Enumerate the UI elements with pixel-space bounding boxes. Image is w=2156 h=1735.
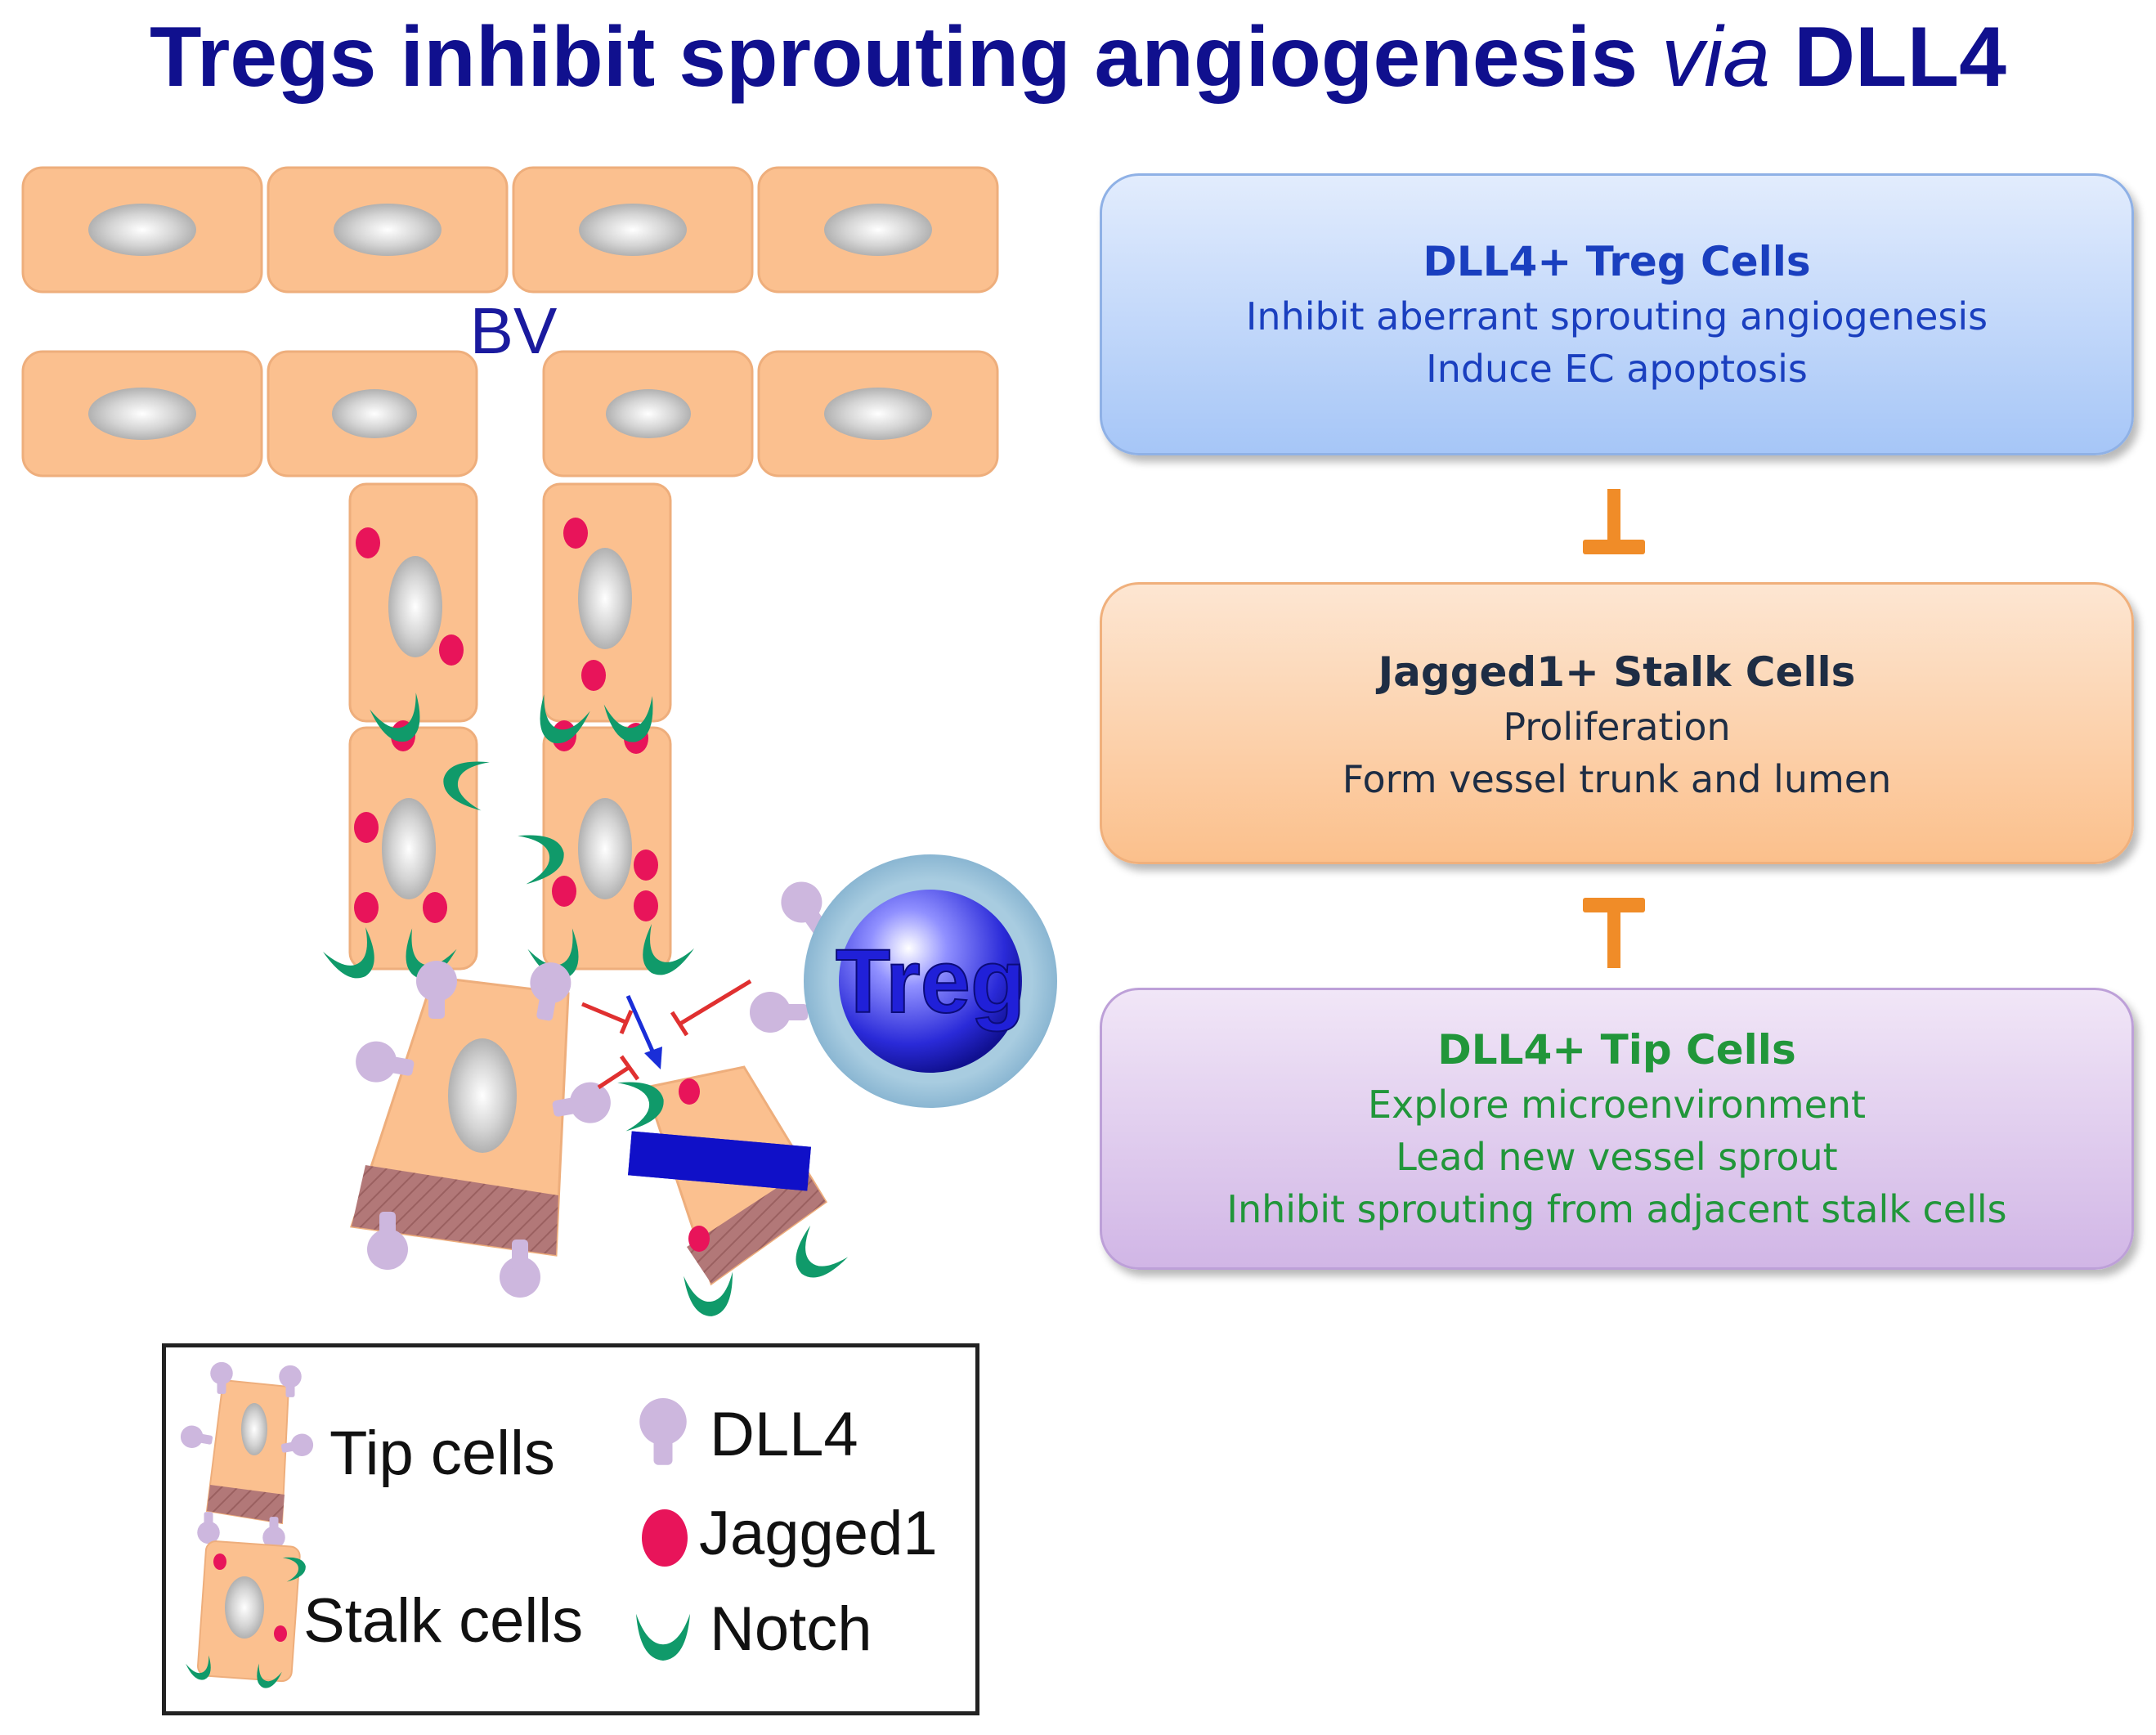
jagged1-dot (354, 812, 379, 843)
nucleus (334, 204, 442, 256)
legend-jagged1-icon (642, 1509, 688, 1567)
dll4-ligand (750, 992, 808, 1033)
inhibit-arrow (679, 979, 752, 1026)
nucleus (332, 389, 417, 438)
nucleus (824, 388, 932, 440)
stalk-cells (348, 482, 672, 971)
title-part1: Tregs inhibit sprouting angiogenesis (150, 10, 1638, 105)
inhibit-bar (670, 1011, 689, 1037)
treg-label: Treg (836, 931, 1025, 1032)
inhibit-arrow (581, 1002, 626, 1024)
jagged1-dot (423, 892, 447, 923)
tip-cells-heading: DLL4+ Tip Cells (1437, 1026, 1796, 1074)
nucleus (388, 556, 442, 657)
treg-nucleus (839, 890, 1022, 1073)
treg-cells-box: DLL4+ Treg Cells Inhibit aberrant sprout… (1100, 173, 2134, 455)
jagged1-dot (552, 876, 576, 907)
jagged1-dot (688, 1226, 710, 1252)
legend-notch-icon (636, 1613, 690, 1661)
title-part2: via (1661, 10, 1771, 105)
inhibit-arrow (597, 1065, 631, 1090)
jagged1-dot (563, 518, 588, 549)
nucleus (579, 204, 687, 256)
jagged1-dot (581, 660, 606, 691)
nucleus (578, 798, 632, 899)
stalk-cells-box: Jagged1+ Stalk Cells Proliferation Form … (1100, 582, 2134, 864)
jagged1-dot (354, 892, 379, 923)
blood-vessel (21, 166, 999, 477)
inhibit-bar (619, 1010, 634, 1034)
tip-cells-line3: Inhibit sprouting from adjacent stalk ce… (1226, 1187, 2007, 1231)
apoptotic-tip-cell (617, 1065, 849, 1319)
tip-cells-line2: Lead new vessel sprout (1396, 1135, 1838, 1179)
tip-cell-basal (352, 1165, 558, 1255)
stalk-cells-heading: Jagged1+ Stalk Cells (1378, 648, 1856, 696)
signal-arrow (625, 994, 662, 1069)
nucleus (824, 204, 932, 256)
treg-cells-heading: DLL4+ Treg Cells (1423, 238, 1811, 285)
nucleus (88, 204, 196, 256)
bv-label: BV (470, 294, 558, 367)
nucleus (606, 389, 691, 438)
jagged1-dot (356, 527, 380, 558)
inhibition-arrows (581, 979, 752, 1090)
legend-jagged1: Jagged1 (699, 1499, 938, 1568)
tip-cell (350, 959, 614, 1298)
legend: Tip cells Stalk cells DLL4 Jagged1 Notch (162, 1343, 979, 1715)
tip-cells-line1: Explore microenvironment (1367, 1083, 1867, 1127)
inhibit-connector-stem (1607, 489, 1620, 540)
jagged1-dot (634, 890, 658, 921)
legend-icons (178, 1361, 690, 1692)
inhibit-bar (619, 1055, 640, 1081)
tip-cells-box: DLL4+ Tip Cells Explore microenvironment… (1100, 988, 2134, 1270)
treg-cell: Treg (750, 854, 1057, 1108)
legend-dll4-icon (639, 1398, 687, 1465)
title-part3: DLL4 (1793, 10, 2006, 105)
legend-tip-cells: Tip cells (329, 1419, 555, 1488)
page-title: Tregs inhibit sprouting angiogenesis via… (0, 7, 2156, 108)
box-inhibition-connectors (1583, 489, 1645, 968)
notch-receptor (782, 1225, 849, 1290)
inhibit-connector-bar (1583, 898, 1645, 912)
jagged1-dot (634, 850, 658, 881)
stalk-cells-line2: Form vessel trunk and lumen (1342, 757, 1892, 801)
jagged1-dot (439, 634, 464, 666)
nucleus (578, 548, 632, 649)
legend-stalk-cell-icon (186, 1540, 308, 1692)
cross-icon (628, 1131, 811, 1191)
apoptotic-cell-basal (687, 1169, 826, 1284)
jagged1-dot (679, 1078, 700, 1105)
nucleus (448, 1038, 517, 1153)
treg-cells-line1: Inhibit aberrant sprouting angiogenesis (1245, 294, 1988, 338)
treg-cells-line2: Induce EC apoptosis (1426, 347, 1808, 391)
inhibit-connector-bar (1583, 540, 1645, 554)
legend-stalk-cells: Stalk cells (303, 1586, 584, 1656)
legend-tip-cell-icon (178, 1361, 316, 1549)
legend-notch: Notch (710, 1594, 872, 1664)
nucleus (382, 798, 436, 899)
stalk-cells-line1: Proliferation (1503, 705, 1731, 749)
nucleus (88, 388, 196, 440)
inhibit-connector-stem (1607, 912, 1620, 968)
legend-dll4: DLL4 (710, 1400, 858, 1469)
